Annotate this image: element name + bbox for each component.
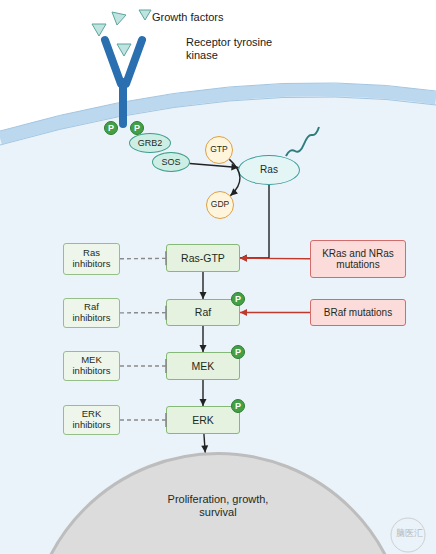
nucleotide-circle: GDP bbox=[206, 191, 234, 219]
connector-line bbox=[202, 272, 203, 299]
phospho-circle: P bbox=[104, 121, 118, 135]
connector-line bbox=[240, 258, 310, 260]
connector bbox=[190, 163, 239, 170]
growth-factor bbox=[139, 10, 151, 20]
arrowhead bbox=[230, 188, 238, 195]
inhibition-bar bbox=[165, 251, 167, 265]
connector bbox=[240, 309, 310, 316]
connector-line bbox=[120, 365, 166, 366]
pathway-box: ERKP bbox=[166, 406, 240, 434]
pathway-box: Ras-GTP bbox=[166, 244, 240, 272]
pathway-box: RafP bbox=[166, 299, 240, 326]
node-text: GTP bbox=[210, 145, 227, 155]
connector-line bbox=[120, 419, 166, 420]
inhibitor-box: Raf inhibitors bbox=[63, 298, 120, 328]
node-text: Ras-GTP bbox=[181, 252, 225, 264]
node-text: MEK bbox=[192, 360, 215, 372]
connector bbox=[240, 185, 269, 262]
connector bbox=[200, 272, 207, 299]
node-text: BRaf mutations bbox=[324, 307, 392, 319]
connector bbox=[240, 255, 310, 262]
nucleus: Proliferation, growth, survival bbox=[28, 452, 408, 554]
node-text: Raf inhibitors bbox=[64, 302, 119, 324]
receptor-stem bbox=[119, 82, 127, 124]
inhibitor-box: ERK inhibitors bbox=[63, 405, 120, 435]
node-text: ERK inhibitors bbox=[64, 409, 119, 431]
inhibition-bar bbox=[165, 306, 167, 320]
arrowhead bbox=[200, 345, 207, 352]
watermark-badge bbox=[391, 518, 425, 552]
connector bbox=[120, 306, 166, 320]
connector-line bbox=[120, 312, 166, 314]
connector bbox=[120, 359, 166, 373]
arrowhead bbox=[240, 255, 247, 262]
connector-line bbox=[120, 258, 166, 260]
node-text: P bbox=[235, 347, 241, 357]
arrowhead bbox=[201, 445, 208, 452]
node-text: GDP bbox=[211, 200, 229, 210]
adaptor-ellipse: SOS bbox=[152, 152, 190, 172]
connector bbox=[120, 251, 166, 265]
node-text: P bbox=[235, 401, 241, 411]
node-text: P bbox=[134, 123, 140, 133]
node-text: Ras bbox=[260, 164, 278, 176]
connector-line bbox=[229, 159, 240, 195]
growth-factor bbox=[92, 24, 106, 36]
ras-anchor bbox=[286, 127, 319, 156]
phospho-circle: P bbox=[231, 345, 245, 359]
connector bbox=[200, 326, 207, 352]
connector-line bbox=[190, 164, 239, 168]
connector-line bbox=[202, 326, 203, 352]
mutation-box: BRaf mutations bbox=[310, 299, 406, 326]
connector bbox=[120, 413, 166, 427]
node-text: GRB2 bbox=[138, 138, 163, 148]
node-text: Proliferation, growth, survival bbox=[153, 493, 283, 518]
receptor-label: Receptor tyrosine kinase bbox=[186, 36, 286, 62]
connector bbox=[201, 434, 208, 452]
protein-ellipse: Ras bbox=[238, 155, 300, 185]
growth-factor-label: Growth factors bbox=[152, 11, 272, 24]
arrowhead bbox=[231, 163, 238, 170]
pathway-box: MEKP bbox=[166, 352, 240, 380]
arrowhead bbox=[200, 399, 207, 406]
phospho-circle: P bbox=[231, 399, 245, 413]
arrowhead bbox=[240, 255, 247, 262]
connector bbox=[229, 159, 240, 195]
phospho-circle: P bbox=[231, 292, 245, 306]
connector-line bbox=[240, 185, 269, 258]
node-text: P bbox=[235, 294, 241, 304]
growth-factor bbox=[112, 12, 126, 25]
connector-line bbox=[204, 434, 205, 452]
bound-growth-factor bbox=[117, 44, 131, 56]
nucleotide-circle: GTP bbox=[205, 136, 233, 164]
node-text: KRas and NRas mutations bbox=[311, 248, 405, 271]
node-text: P bbox=[108, 123, 114, 133]
inhibition-bar bbox=[165, 359, 167, 373]
node-text: MEK inhibitors bbox=[64, 355, 119, 377]
adaptor-ellipse: GRB2 bbox=[129, 133, 171, 153]
node-text: ERK bbox=[192, 414, 214, 426]
node-text: Ras inhibitors bbox=[64, 248, 119, 270]
arrowhead bbox=[240, 309, 247, 316]
connector-line bbox=[240, 312, 310, 313]
node-text: Raf bbox=[195, 306, 211, 318]
connector bbox=[200, 380, 207, 406]
membrane-edge bbox=[0, 83, 436, 131]
inhibitor-box: Ras inhibitors bbox=[63, 243, 120, 275]
connector-line bbox=[202, 380, 203, 406]
inhibition-bar bbox=[165, 413, 167, 427]
mutation-box: KRas and NRas mutations bbox=[310, 240, 406, 278]
watermark: 脑医汇 bbox=[392, 528, 426, 539]
node-text: SOS bbox=[161, 157, 180, 167]
arrowhead bbox=[200, 292, 207, 299]
inhibitor-box: MEK inhibitors bbox=[63, 351, 120, 381]
